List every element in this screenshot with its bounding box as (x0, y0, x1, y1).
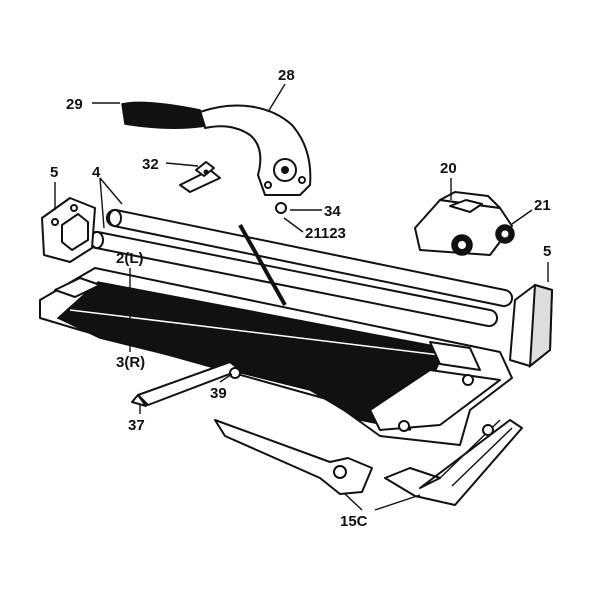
end-block-right (509, 283, 554, 369)
handle-arm (121, 101, 312, 306)
callout-37: 37 (128, 417, 145, 434)
callout-32: 32 (142, 156, 159, 173)
guide-rails (87, 208, 514, 328)
end-block-left (41, 197, 96, 263)
callout-5-left: 5 (50, 164, 58, 181)
callout-21: 21 (534, 197, 551, 214)
bracket-32 (179, 161, 221, 193)
callout-34: 34 (324, 203, 341, 220)
measuring-arm (131, 361, 241, 407)
callout-20: 20 (440, 160, 457, 177)
cutter-base (39, 267, 513, 446)
leader-lines (54, 83, 549, 511)
callout-39: 39 (210, 385, 227, 402)
callout-labels: 29 28 32 5 4 34 21123 20 21 5 2(L) 3(R) … (50, 67, 551, 530)
callout-15C: 15C (340, 513, 368, 530)
callout-3R: 3(R) (116, 354, 145, 371)
callout-5-right: 5 (543, 243, 551, 260)
breaker-square (214, 419, 523, 506)
callout-21123: 21123 (305, 225, 346, 242)
callout-28: 28 (278, 67, 295, 84)
callout-4: 4 (92, 164, 101, 181)
callout-2L: 2(L) (116, 250, 144, 267)
callout-29: 29 (66, 96, 83, 113)
carriage (414, 191, 515, 256)
